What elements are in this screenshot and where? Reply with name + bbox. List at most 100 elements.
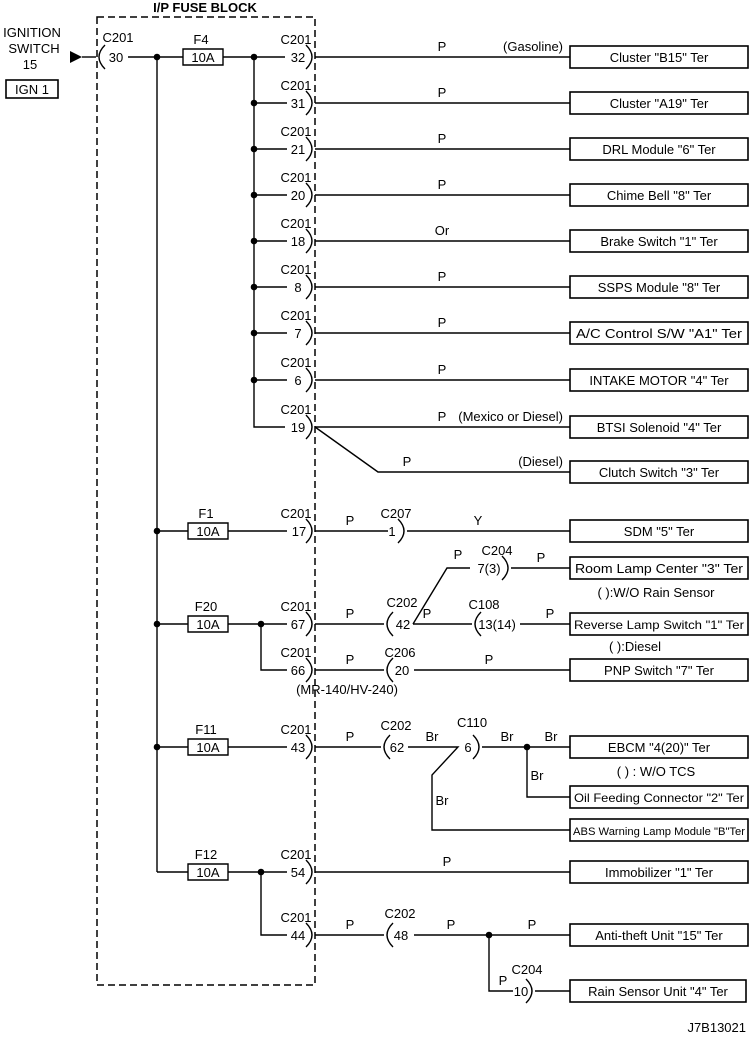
connector-label: C201 <box>280 32 311 47</box>
connector-label: C202 <box>380 718 411 733</box>
component-2[interactable]: DRL Module "6" Ter <box>569 137 749 161</box>
splice-dot <box>250 329 258 337</box>
component-box <box>569 137 749 161</box>
wire-color-label: Or <box>435 223 450 238</box>
component-sdm[interactable]: SDM "5" Ter <box>569 519 749 543</box>
component-label: ABS Warning Lamp Module "B"Ter <box>573 826 745 838</box>
fuse-rating: 10A <box>191 50 214 65</box>
component-box <box>569 368 749 392</box>
connector-symbol <box>305 182 313 208</box>
option-note: (Diesel) <box>518 454 563 469</box>
wire-color-label: P <box>443 854 452 869</box>
connector-symbol <box>397 518 405 544</box>
pin-label: 13(14) <box>478 617 516 632</box>
ignition-switch-label: IGNITION <box>3 25 61 40</box>
wire <box>314 426 570 473</box>
connector-label: C108 <box>468 597 499 612</box>
component-ebcm[interactable]: EBCM "4(20)" Ter <box>569 735 749 759</box>
splice-dot <box>250 191 258 199</box>
wire-color-label: Br <box>545 729 559 744</box>
splice-dot <box>250 99 258 107</box>
connector-symbol <box>386 922 394 948</box>
component-anti-theft-unit[interactable]: Anti-theft Unit "15" Ter <box>569 923 749 947</box>
component-box <box>569 735 749 759</box>
component-label: EBCM "4(20)" Ter <box>608 740 711 755</box>
option-note: (Mexico or Diesel) <box>458 409 563 424</box>
connector-symbol <box>501 555 509 581</box>
wire-color-label: P <box>438 85 447 100</box>
component-pnp-switch[interactable]: PNP Switch "7" Ter <box>569 658 749 682</box>
pin-label: 21 <box>291 142 305 157</box>
pin-label: 32 <box>291 50 305 65</box>
wire-color-label: P <box>346 606 355 621</box>
connector-label: C201 <box>280 402 311 417</box>
component-label: Oil Feeding Connector "2" Ter <box>574 791 744 805</box>
pin-label: 31 <box>291 96 305 111</box>
connector-symbol <box>305 90 313 116</box>
component-label: INTAKE MOTOR "4" Ter <box>589 373 729 388</box>
component-box <box>569 275 749 299</box>
wire-color-label: P <box>438 269 447 284</box>
component-label: Cluster "B15" Ter <box>610 50 709 65</box>
splice-dot <box>250 237 258 245</box>
component-3[interactable]: Chime Bell "8" Ter <box>569 183 749 207</box>
wire <box>488 935 513 992</box>
component-room-lamp[interactable]: Room Lamp Center "3" Ter <box>569 556 749 580</box>
pin-label: 1 <box>388 524 395 539</box>
component-5[interactable]: SSPS Module "8" Ter <box>569 275 749 299</box>
component-abs-warning-lamp-module[interactable]: ABS Warning Lamp Module "B"Ter <box>569 818 749 842</box>
option-note: ( ):Diesel <box>609 639 661 654</box>
splice-dot <box>250 376 258 384</box>
f4-bus <box>253 57 285 428</box>
component-box <box>569 460 749 484</box>
component-label: A/C Control S/W "A1" Ter <box>576 326 743 341</box>
fuse-symbol <box>182 48 224 66</box>
pin-label: 67 <box>291 617 305 632</box>
connector-label: C201 <box>280 722 311 737</box>
wire-color-label: P <box>499 973 508 988</box>
component-label: SDM "5" Ter <box>624 524 695 539</box>
component-8[interactable]: BTSI Solenoid "4" Ter <box>569 415 749 439</box>
connector-label: C201 <box>280 645 311 660</box>
wire-color-label: P <box>438 409 447 424</box>
component-label: Reverse Lamp Switch "1" Ter <box>574 618 744 632</box>
component-box <box>569 818 749 842</box>
option-note: ( ) : W/O TCS <box>617 764 696 779</box>
component-rain-sensor-unit[interactable]: Rain Sensor Unit "4" Ter <box>569 979 747 1003</box>
component-1[interactable]: Cluster "A19" Ter <box>569 91 749 115</box>
connector-label: C202 <box>384 906 415 921</box>
component-oil-feeding-connector[interactable]: Oil Feeding Connector "2" Ter <box>569 785 749 809</box>
ignition-terminal: 15 <box>23 57 37 72</box>
component-reverse-lamp-switch[interactable]: Reverse Lamp Switch "1" Ter <box>569 612 749 636</box>
fuse-block-title: I/P FUSE BLOCK <box>153 0 257 15</box>
pin-label: 10 <box>514 984 528 999</box>
component-box <box>569 860 749 884</box>
pin-label: 54 <box>291 865 305 880</box>
component-4[interactable]: Brake Switch "1" Ter <box>569 229 749 253</box>
connector-symbol <box>305 657 313 683</box>
connector-symbol <box>305 320 313 346</box>
connector-symbol <box>305 228 313 254</box>
fuse-name: F12 <box>195 847 217 862</box>
connector-label: C201 <box>280 170 311 185</box>
component-0[interactable]: Cluster "B15" Ter <box>569 45 749 69</box>
component-label: Room Lamp Center "3" Ter <box>575 561 744 576</box>
component-6[interactable]: A/C Control S/W "A1" Ter <box>569 321 749 345</box>
wire-color-label: P <box>447 917 456 932</box>
wire-color-label: P <box>423 606 432 621</box>
fuse-name: F1 <box>198 506 213 521</box>
connector-label: C201 <box>280 262 311 277</box>
wire-color-label: P <box>403 454 412 469</box>
component-immobilizer[interactable]: Immobilizer "1" Ter <box>569 860 749 884</box>
component-7[interactable]: INTAKE MOTOR "4" Ter <box>569 368 749 392</box>
component-clutch-switch[interactable]: Clutch Switch "3" Ter <box>569 460 749 484</box>
ignition-switch-label: SWITCH <box>8 41 59 56</box>
connector-label: C204 <box>481 543 512 558</box>
connector-symbol <box>305 518 313 544</box>
component-label: Immobilizer "1" Ter <box>605 865 714 880</box>
